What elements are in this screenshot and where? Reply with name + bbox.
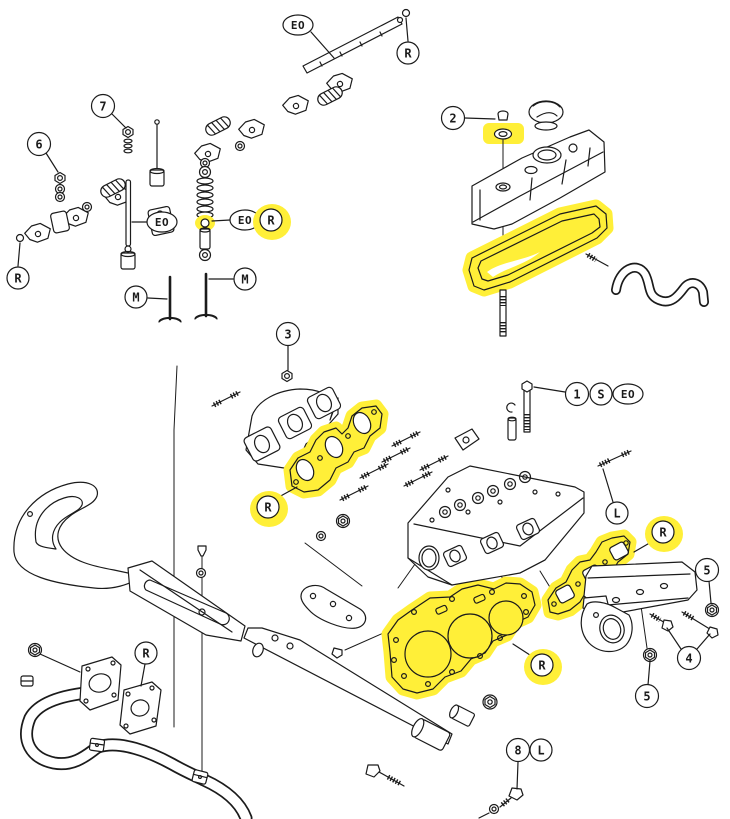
callout-label: 3	[284, 328, 291, 342]
cover-stud	[499, 289, 507, 337]
callout-label: 5	[643, 690, 650, 704]
intake-manifold	[580, 561, 698, 653]
callout-label: 4	[685, 652, 692, 666]
valve-cover-assembly	[462, 100, 709, 337]
callout-5-20[interactable]: 5	[634, 660, 660, 709]
callout-4-19[interactable]: 4	[666, 627, 711, 671]
muffler-stay-bracket	[13, 481, 246, 642]
callout-r-22[interactable]: R	[134, 641, 158, 687]
callout-label: R	[142, 647, 150, 661]
callout-2-10[interactable]: 2	[440, 105, 496, 131]
callout-label: L	[613, 507, 620, 521]
callout-label: M	[241, 273, 248, 287]
breather-grommet-highlight	[483, 110, 524, 144]
valve-guide-and-clip	[506, 402, 517, 441]
callout-label: EO	[621, 388, 635, 401]
valve	[193, 272, 219, 321]
callout-6-3[interactable]: 6	[26, 131, 59, 173]
breather-hose	[611, 262, 709, 307]
callout-label: EO	[155, 216, 169, 229]
manifold-bolts	[642, 602, 720, 663]
exhaust-pipe	[20, 642, 253, 819]
callout-label: 2	[449, 112, 456, 126]
callout-label: 6	[35, 138, 42, 152]
callout-r-21[interactable]: R	[512, 643, 562, 685]
shaft-o-ring	[15, 233, 25, 243]
callout-l-24[interactable]: L	[529, 738, 553, 762]
callout-r-17[interactable]: R	[633, 516, 683, 553]
head-bolt	[521, 380, 533, 433]
pipe-clamp	[20, 675, 34, 687]
head-gasket	[381, 576, 542, 700]
valve-spring-stack	[195, 157, 215, 262]
thermostat-housing	[580, 601, 633, 653]
callout-eo-5[interactable]: EO	[211, 209, 261, 231]
stand-nut-6	[54, 171, 66, 203]
engine-hanger-bracket	[300, 584, 367, 659]
callout-label: R	[14, 272, 22, 286]
callout-s-13[interactable]: S	[589, 382, 613, 406]
callout-label: 8	[514, 744, 521, 758]
callout-m-9[interactable]: M	[208, 267, 257, 291]
callout-m-8[interactable]: M	[124, 285, 168, 309]
manifold-washer	[315, 530, 327, 542]
short-stud	[585, 252, 609, 267]
stay-screw	[195, 545, 207, 579]
callout-eo-4[interactable]: EO	[131, 211, 178, 233]
callout-3-11[interactable]: 3	[275, 321, 301, 371]
small-bracket-part	[454, 428, 480, 451]
valve-cover	[471, 129, 606, 230]
rocker-shaft	[302, 8, 411, 74]
callout-r-7[interactable]: R	[6, 242, 30, 290]
callout-1-12[interactable]: 1	[533, 381, 590, 407]
flange-bolt-8	[478, 787, 524, 819]
callout-eo-0[interactable]: EO	[282, 14, 335, 59]
long-stud	[597, 449, 632, 468]
cylinder-head	[407, 465, 585, 586]
callout-7-2[interactable]: 7	[90, 93, 127, 129]
callout-r-15[interactable]: R	[250, 486, 298, 527]
pipe-clamp	[88, 737, 106, 753]
callout-label: R	[264, 501, 272, 515]
exhaust-flange-gasket	[119, 681, 162, 735]
callout-r-6[interactable]: R	[253, 204, 291, 240]
manifold-nut	[335, 513, 351, 529]
exhaust-flange	[79, 656, 122, 711]
pipe-nut	[27, 642, 43, 658]
exhaust-manifold-gasket	[283, 399, 389, 499]
callout-label: R	[659, 526, 667, 540]
callout-label: 5	[703, 564, 710, 578]
callout-5-18[interactable]: 5	[694, 557, 720, 604]
exhaust-manifold	[212, 369, 342, 469]
stay-bolt	[365, 764, 405, 787]
pipe-clamp	[191, 769, 209, 785]
push-rod	[120, 179, 136, 270]
adjust-nut-7	[122, 125, 134, 154]
callout-l-16[interactable]: L	[602, 468, 629, 525]
push-rod	[149, 119, 165, 187]
callout-label: L	[537, 744, 544, 758]
oil-filler-cap	[528, 100, 564, 131]
callout-label: EO	[238, 214, 252, 227]
callout-label: 7	[99, 100, 106, 114]
callout-label: R	[267, 214, 275, 228]
callout-label: R	[538, 659, 546, 673]
callout-8-23[interactable]: 8	[505, 737, 531, 790]
valve-cover-gasket	[462, 199, 614, 297]
callout-eo-14[interactable]: EO	[612, 383, 644, 405]
callout-label: R	[404, 47, 412, 61]
callout-label: EO	[291, 19, 305, 32]
rocker-arm-assembly	[15, 8, 411, 324]
stay-rod	[243, 627, 498, 787]
valve	[157, 275, 183, 324]
callout-r-1[interactable]: R	[396, 17, 420, 65]
callout-label: M	[132, 291, 139, 305]
callout-label: 1	[573, 388, 580, 402]
callout-label: S	[597, 388, 604, 402]
